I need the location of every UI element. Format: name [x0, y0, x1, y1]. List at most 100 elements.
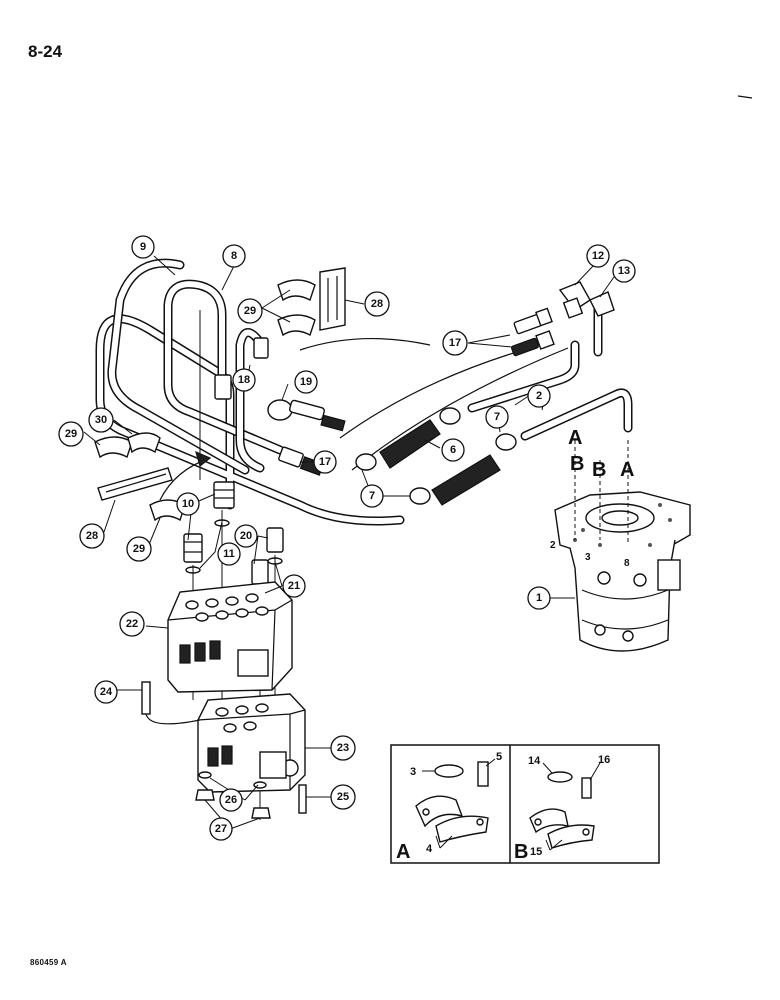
callout-10: 10	[176, 492, 200, 516]
callout-29: 29	[237, 298, 263, 324]
hose-upper	[339, 347, 531, 439]
callout-30: 30	[88, 407, 114, 433]
inset-letter-a: A	[396, 841, 410, 863]
clamp-halves-29-top	[277, 279, 316, 337]
callout-29: 29	[126, 536, 152, 562]
svg-text:13: 13	[618, 265, 630, 277]
adapter-17-upper	[513, 307, 553, 335]
callout-11: 11	[217, 542, 241, 566]
callout-29: 29	[58, 421, 84, 447]
callout-28: 28	[364, 291, 390, 317]
svg-text:9: 9	[140, 241, 146, 253]
svg-text:7: 7	[369, 490, 375, 502]
clamp-bar-28-top	[319, 267, 346, 331]
callout-17: 17	[313, 450, 337, 474]
callout-7: 7	[360, 484, 384, 508]
inset-b-halves-label: 15	[530, 846, 542, 858]
callout-24: 24	[94, 680, 118, 704]
callout-20: 20	[234, 524, 258, 548]
svg-text:8: 8	[231, 250, 237, 262]
clamp-bar-28-left	[97, 467, 173, 501]
adapter-17-lower	[278, 446, 325, 476]
callout-28: 28	[79, 523, 105, 549]
callout-23: 23	[330, 735, 356, 761]
callout-25: 25	[330, 784, 356, 810]
svg-text:29: 29	[244, 305, 256, 317]
fitting-10	[213, 481, 235, 509]
callout-12: 12	[586, 244, 610, 268]
port-letter-b: B	[570, 453, 584, 475]
inset-b-oring-label: 14	[528, 755, 541, 767]
clamp-halves-29-30-left	[94, 432, 161, 459]
svg-text:18: 18	[238, 374, 250, 386]
callout-7: 7	[485, 405, 509, 429]
svg-text:27: 27	[215, 823, 227, 835]
callout-9: 9	[131, 235, 155, 259]
callout-8: 8	[222, 244, 246, 268]
control-valve-22	[167, 581, 293, 693]
svg-text:1: 1	[536, 592, 542, 604]
fitting-10-lower	[183, 533, 203, 563]
callout-2: 2	[527, 384, 551, 408]
inset-a-oring-label: 3	[410, 766, 416, 778]
svg-text:6: 6	[450, 444, 456, 456]
tube-loop-upper	[107, 258, 250, 475]
inset-flange-b	[529, 771, 595, 849]
hose-lower	[351, 347, 569, 471]
svg-text:24: 24	[100, 686, 113, 698]
callout-27: 27	[209, 817, 233, 841]
svg-text:19: 19	[300, 376, 312, 388]
port-number-3: 3	[585, 552, 591, 563]
washers-nuts-26-27	[195, 771, 271, 819]
control-valve-23	[197, 693, 306, 793]
bolt-25	[298, 784, 307, 814]
figure-code: 860459 A	[30, 958, 67, 967]
bolt-24	[141, 681, 201, 725]
svg-text:25: 25	[337, 791, 349, 803]
port-letter-a: A	[568, 427, 582, 449]
elbow-fitting-12	[558, 281, 591, 319]
tube-9	[95, 314, 405, 526]
inset-a-bolt-label: 5	[496, 751, 502, 763]
svg-text:20: 20	[240, 530, 252, 542]
swivel-1	[554, 491, 691, 652]
tube-8	[163, 279, 285, 455]
svg-text:26: 26	[225, 794, 237, 806]
svg-text:7: 7	[494, 411, 500, 423]
callout-18: 18	[232, 368, 256, 392]
callout-6: 6	[441, 438, 465, 462]
svg-text:2: 2	[536, 390, 542, 402]
port-letter-a: A	[620, 459, 634, 481]
callout-19: 19	[294, 370, 318, 394]
svg-text:17: 17	[319, 456, 331, 468]
fitting-8-bottom	[214, 374, 232, 400]
svg-text:22: 22	[126, 618, 138, 630]
page-number: 8-24	[28, 42, 63, 61]
svg-text:29: 29	[65, 428, 77, 440]
svg-text:12: 12	[592, 250, 604, 262]
callout-21: 21	[282, 574, 306, 598]
callout-26: 26	[219, 788, 243, 812]
svg-text:28: 28	[371, 298, 383, 310]
tube-2-upper	[467, 340, 580, 413]
svg-text:28: 28	[86, 530, 98, 542]
adapter-17-mid	[511, 330, 555, 357]
svg-text:10: 10	[182, 498, 194, 510]
inset-letter-b: B	[514, 841, 528, 863]
tube-18	[235, 328, 267, 473]
svg-text:11: 11	[223, 548, 235, 560]
inset-a-halves-label: 4	[426, 843, 433, 855]
callout-13: 13	[612, 259, 636, 283]
port-number-2: 2	[550, 540, 556, 551]
hose-sleeve-6-lower	[431, 454, 501, 506]
fittings-20	[251, 527, 284, 585]
inset-flange-a	[415, 761, 489, 843]
tube-2-lower	[520, 388, 633, 441]
fitting-18-top	[253, 337, 269, 359]
inset-b-bolt-label: 16	[598, 754, 610, 766]
svg-text:30: 30	[95, 414, 107, 426]
port-letter-b: B	[592, 459, 606, 481]
svg-text:17: 17	[449, 337, 461, 349]
svg-text:29: 29	[133, 543, 145, 555]
callout-1: 1	[527, 586, 551, 610]
